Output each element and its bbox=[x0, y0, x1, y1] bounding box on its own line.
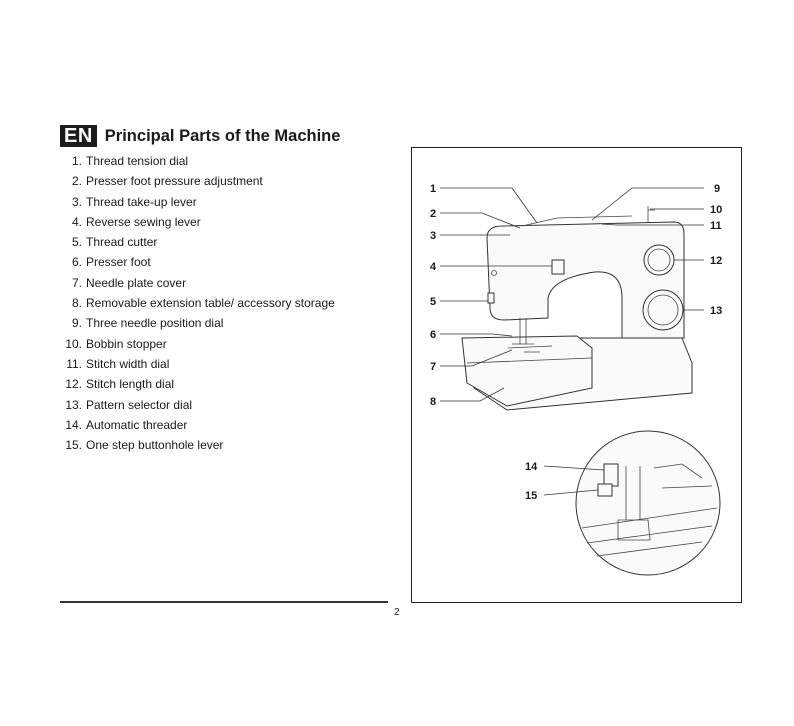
callout-11: 11 bbox=[710, 220, 722, 232]
callout-8: 8 bbox=[430, 396, 436, 408]
callout-3: 3 bbox=[430, 230, 436, 242]
list-item: 12.Stitch length dial bbox=[65, 377, 175, 392]
threader-icon bbox=[603, 463, 619, 487]
list-item: 1.Thread tension dial bbox=[71, 154, 189, 168]
callout-10: 10 bbox=[710, 204, 722, 216]
list-item: 4.Reverse sewing lever bbox=[71, 214, 201, 229]
machine-body bbox=[486, 221, 685, 339]
list-item: 2.Presser foot pressure adjustment bbox=[71, 174, 263, 189]
list-item: 10.Bobbin stopper bbox=[65, 336, 167, 351]
reverse-lever-icon bbox=[551, 259, 565, 275]
tension-dial-icon bbox=[491, 270, 497, 276]
callout-13: 13 bbox=[710, 305, 722, 317]
buttonhole-lever-icon bbox=[597, 483, 613, 497]
needle-bar-icon bbox=[512, 318, 534, 345]
page-number: 2 bbox=[394, 607, 400, 618]
list-item: 14.Automatic threader bbox=[65, 417, 188, 432]
list-item: 7.Needle plate cover bbox=[71, 275, 187, 290]
spool-pin-icon bbox=[647, 206, 655, 222]
callout-4: 4 bbox=[430, 261, 437, 273]
callout-15: 15 bbox=[525, 490, 537, 502]
callout-5: 5 bbox=[430, 296, 436, 308]
thread-cutter-icon bbox=[487, 292, 495, 304]
list-item: 5.Thread cutter bbox=[71, 235, 158, 250]
callout-7: 7 bbox=[430, 361, 436, 373]
footer-rule bbox=[60, 601, 388, 603]
callout-1: 1 bbox=[430, 183, 436, 195]
extension-table bbox=[461, 335, 593, 407]
callout-12: 12 bbox=[710, 255, 722, 267]
callout-9: 9 bbox=[714, 183, 720, 195]
page-title: Principal Parts of the Machine bbox=[104, 126, 341, 145]
language-badge: EN bbox=[60, 125, 97, 147]
callout-2: 2 bbox=[430, 208, 436, 220]
list-item: 13.Pattern selector dial bbox=[65, 397, 193, 412]
list-item: 9.Three needle position dial bbox=[71, 316, 224, 331]
section-header: EN Principal Parts of the Machine bbox=[60, 124, 340, 148]
list-item: 11.Stitch width dial bbox=[66, 356, 170, 371]
list-item: 15.One step buttonhole lever bbox=[65, 438, 224, 453]
pattern-selector-dial-icon bbox=[642, 289, 684, 331]
sewing-machine-illustration: 1 2 3 4 5 6 7 8 9 10 11 12 13 14 15 bbox=[430, 183, 722, 576]
stitch-length-dial-icon bbox=[643, 244, 675, 276]
list-item: 8.Removable extension table/ accessory s… bbox=[71, 296, 335, 311]
machine-diagram: 1 2 3 4 5 6 7 8 9 10 11 12 13 14 15 bbox=[411, 147, 742, 603]
parts-list: 1.Thread tension dial 2.Presser foot pre… bbox=[58, 151, 335, 455]
list-item: 3.Thread take-up lever bbox=[71, 194, 197, 209]
callout-6: 6 bbox=[430, 329, 436, 341]
list-item: 6.Presser foot bbox=[71, 255, 151, 270]
callout-14: 14 bbox=[525, 461, 538, 473]
detail-inset-circle bbox=[575, 430, 721, 576]
